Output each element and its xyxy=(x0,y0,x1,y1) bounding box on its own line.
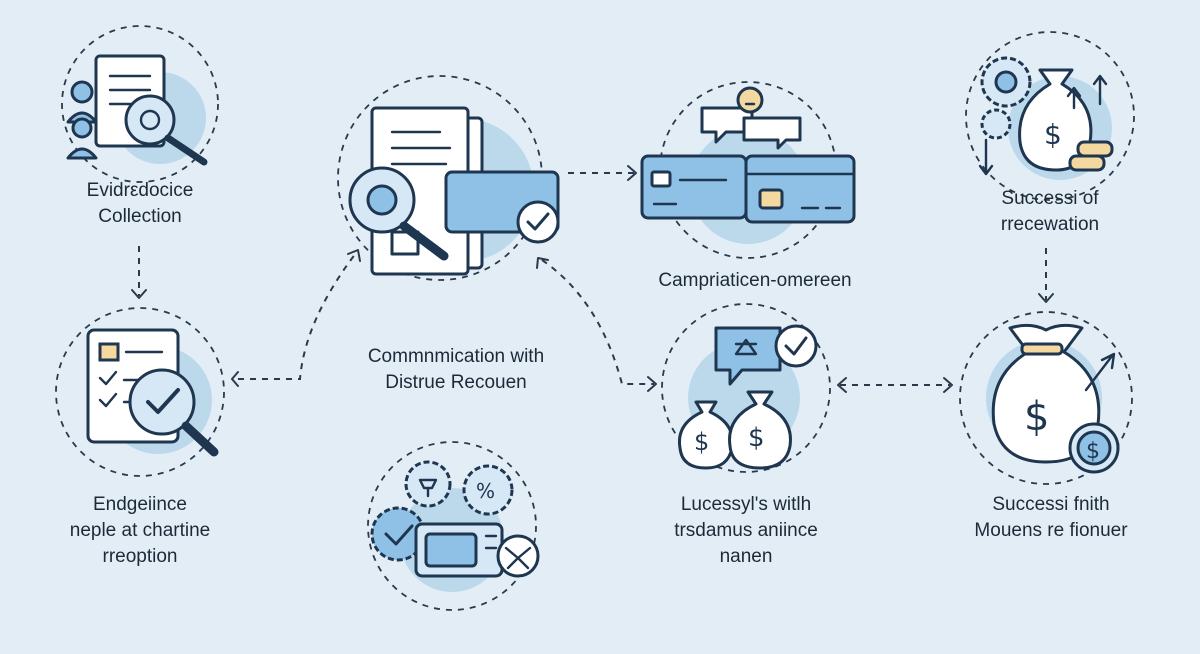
label-line: rreoption xyxy=(102,546,178,567)
label-line: Evidrεdocice xyxy=(86,180,194,201)
arrow-head xyxy=(131,289,147,299)
label-communication: Commnmication with Distrue Recouen xyxy=(326,344,586,396)
connector-arrows xyxy=(131,165,1054,393)
arrow-head xyxy=(647,376,657,392)
money-bag-coin-icon: $ $ xyxy=(959,311,1133,485)
label-evidence-collection: Evidrεdocice Collection xyxy=(40,178,240,230)
arrow-head xyxy=(943,377,953,393)
label-line: Campriaticen-omereen xyxy=(658,270,852,291)
arrow-head xyxy=(1038,293,1054,303)
label-success-right: Successi fnith Mouens re fionuer xyxy=(946,492,1156,544)
dashed-ring xyxy=(61,25,219,183)
gears-card-icon: % xyxy=(367,441,540,611)
arrow-head xyxy=(837,377,847,393)
label-success-top: Successi of rrecewation xyxy=(950,186,1150,238)
svg-text:$: $ xyxy=(1024,394,1049,440)
credit-cards-icon xyxy=(640,81,856,259)
dashed-ring xyxy=(55,307,225,477)
label-campaign: Campriaticen-omereen xyxy=(620,268,890,294)
arrow-head xyxy=(231,371,239,387)
label-line: Successi of xyxy=(1001,188,1099,209)
label-line: Commnmication with xyxy=(367,346,545,367)
money-bags-chat-icon: $ $ xyxy=(661,303,831,473)
svg-text:$: $ xyxy=(694,428,709,456)
label-line: Mouens re fionuer xyxy=(974,520,1128,541)
gears-money-bag-icon: $ xyxy=(965,31,1135,201)
checklist-magnifier-icon xyxy=(55,307,225,477)
label-line: rrecewation xyxy=(1000,214,1100,235)
label-line: Lucessyl's witlh xyxy=(680,494,812,515)
label-line: nanen xyxy=(719,546,773,567)
svg-text:$: $ xyxy=(1044,118,1062,151)
svg-text:$: $ xyxy=(748,423,765,453)
label-line: Distrue Recouen xyxy=(385,372,527,393)
document-card-check-icon xyxy=(337,75,560,281)
dashed-ring xyxy=(965,31,1135,201)
document-magnifier-icon xyxy=(61,25,219,183)
arrow-head xyxy=(536,257,549,269)
dashed-ring xyxy=(367,441,537,611)
dashed-ring xyxy=(661,303,831,473)
svg-text:%: % xyxy=(476,479,495,503)
arrow-head xyxy=(347,249,361,262)
arrow-head xyxy=(627,165,637,181)
label-evidence-review: Endgeiince neple at chartine rreoption xyxy=(40,492,240,570)
arrow-document-to-moneybags xyxy=(541,259,654,385)
label-lucessyl: Lucessyl's witlh trsdamus aniince nanen xyxy=(636,492,856,570)
label-line: Endgeiince xyxy=(92,494,188,515)
label-line: trsdamus aniince xyxy=(674,520,818,541)
dashed-ring xyxy=(959,311,1133,485)
label-line: Successi fnith xyxy=(992,494,1110,515)
label-line: Collection xyxy=(98,206,182,227)
arrow-review-to-document xyxy=(238,252,357,380)
label-line: neple at chartine xyxy=(69,520,211,541)
svg-text:$: $ xyxy=(1086,439,1100,464)
